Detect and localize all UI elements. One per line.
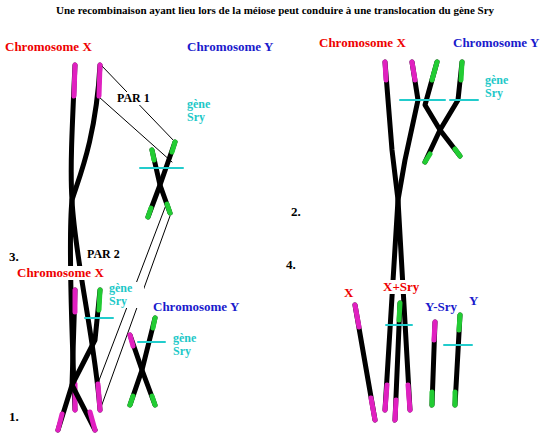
sry-mark bbox=[386, 325, 472, 345]
chromosome-label: Chromosome X bbox=[4, 40, 93, 54]
gene-label: gène Sry bbox=[108, 282, 144, 308]
sry-mark bbox=[140, 167, 183, 169]
par-tip bbox=[148, 142, 175, 217]
sry-mark bbox=[138, 341, 165, 343]
x-chromosome bbox=[385, 62, 418, 410]
diagram-title: Une recombinaison ayant lieu lors de la … bbox=[0, 4, 550, 16]
panel-number: 2. bbox=[290, 205, 302, 219]
region-label: PAR 1 bbox=[116, 92, 151, 105]
region-label: PAR 2 bbox=[86, 248, 121, 261]
sry-mark bbox=[400, 99, 478, 101]
par-lines bbox=[98, 65, 175, 410]
par-tip bbox=[355, 305, 435, 420]
par-tip bbox=[58, 290, 95, 430]
chromatid-label: Y-Sry bbox=[424, 300, 458, 314]
gene-label: gène Sry bbox=[186, 98, 222, 124]
sry-mark bbox=[85, 317, 113, 319]
chromatid-label: X bbox=[343, 286, 354, 300]
par-tip bbox=[99, 290, 100, 310]
par-tip bbox=[130, 318, 155, 405]
panel-number: 3. bbox=[8, 250, 20, 264]
par-tip bbox=[130, 335, 133, 346]
y-chromosome bbox=[425, 62, 462, 162]
chromatid-label: Y bbox=[468, 294, 479, 308]
chromosome-label: Chromosome X bbox=[318, 36, 407, 50]
gene-label: gène Sry bbox=[484, 74, 520, 100]
chromosome-label: Chromosome X bbox=[16, 266, 105, 280]
chromosome-label: Chromosome Y bbox=[186, 40, 274, 54]
chromatid-label: X+Sry bbox=[382, 280, 420, 294]
chromosome-label: Chromosome Y bbox=[452, 36, 540, 50]
separated-chromatids bbox=[355, 303, 460, 420]
par-tip bbox=[425, 62, 462, 162]
panel-number: 1. bbox=[8, 410, 20, 424]
chromosome-label: Chromosome Y bbox=[152, 300, 240, 314]
x-chromosome bbox=[58, 290, 100, 430]
gene-label: gène Sry bbox=[172, 332, 208, 358]
y-chromosome bbox=[148, 142, 175, 217]
par-tip bbox=[399, 303, 460, 405]
panel-number: 4. bbox=[285, 258, 297, 272]
y-chromosome bbox=[130, 318, 155, 405]
